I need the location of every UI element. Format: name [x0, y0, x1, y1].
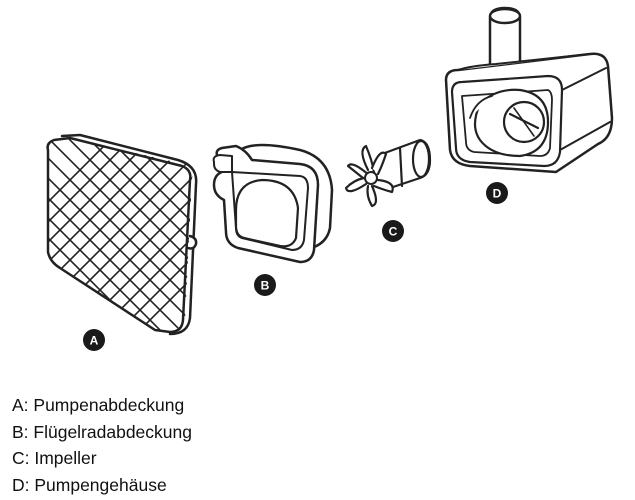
badge-d-letter: D [493, 187, 502, 201]
impeller-cover-part-b [212, 143, 334, 264]
exploded-pump-diagram: A B C D [46, 6, 614, 351]
badge-a: A [83, 329, 105, 351]
legend-item-b: B: Flügelradabdeckung [12, 421, 192, 442]
legend-item-d: D: Pumpengehäuse [12, 474, 167, 495]
pump-cover-part-a [46, 133, 198, 336]
badge-d: D [486, 182, 508, 204]
badge-c-letter: C [389, 225, 398, 239]
legend-item-c: C: Impeller [12, 448, 97, 468]
pump-housing-part-d [444, 6, 614, 174]
badge-c: C [382, 220, 404, 242]
badge-a-letter: A [90, 334, 99, 348]
legend-item-a: A: Pumpenabdeckung [12, 395, 185, 415]
impeller-part-c [344, 138, 432, 208]
parts-legend: A: Pumpenabdeckung B: Flügelradabdeckung… [12, 392, 192, 498]
badge-b-letter: B [261, 279, 270, 293]
badge-b: B [254, 274, 276, 296]
